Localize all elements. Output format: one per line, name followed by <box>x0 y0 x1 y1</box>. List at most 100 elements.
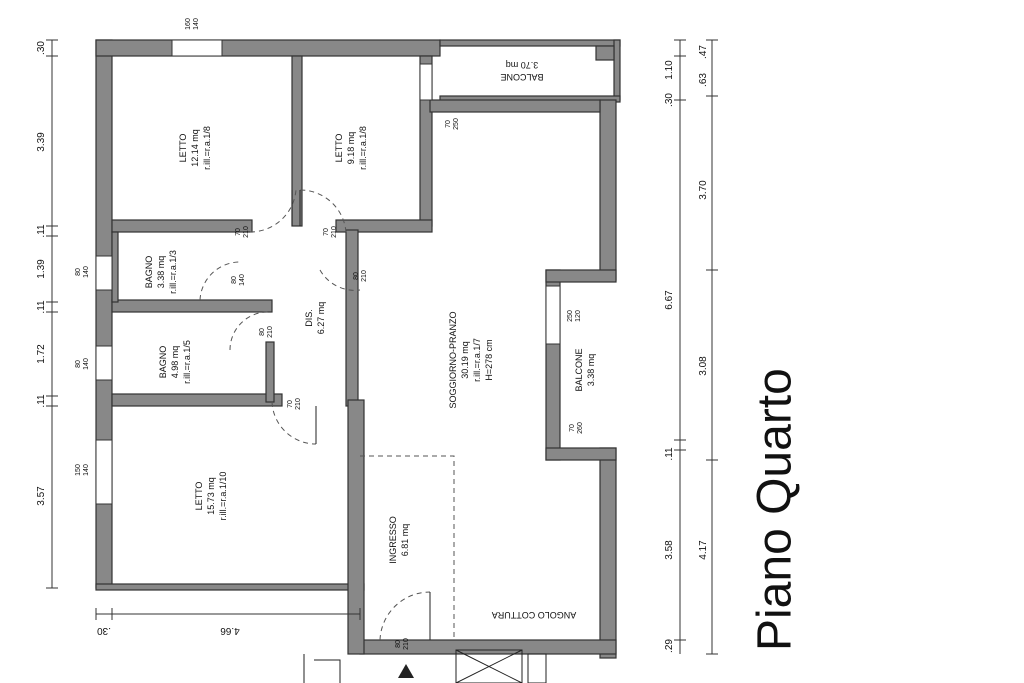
room-ingresso: INGRESSO 6.81 mq <box>388 516 410 564</box>
dim-text-bottom: .30 4.66 <box>97 625 240 636</box>
room-bagno-2: BAGNO 4.98 mq r.ill.=r.a.1/5 <box>158 340 192 384</box>
dim-right-inner-4: 3.58 <box>664 540 675 560</box>
window-label: 140 <box>193 18 200 30</box>
door-label: 210 <box>403 638 410 650</box>
dimension-lines-bottom <box>95 608 361 620</box>
door-label: 210 <box>267 326 274 338</box>
room-name: DIS. <box>304 309 314 327</box>
stair-block <box>303 649 547 683</box>
dim-right-inner-3: .11 <box>664 447 675 461</box>
room-name: BALCONE <box>500 72 543 82</box>
dim-right-outer-0: .47 <box>698 45 709 59</box>
dimension-lines-left <box>46 39 58 589</box>
window-label: 140 <box>83 464 90 476</box>
room-area: 6.81 mq <box>400 524 410 557</box>
door-label: 250 <box>567 310 574 322</box>
room-area: 30.19 mq <box>460 341 470 379</box>
room-name: LETTO <box>334 134 344 163</box>
room-name: ANGOLO COTTURA <box>492 610 577 620</box>
door-label: 70 <box>569 424 576 432</box>
room-area: 3.38 mq <box>156 256 166 289</box>
room-area: 9.18 mq <box>346 132 356 165</box>
dim-bottom-1: 4.66 <box>220 625 240 636</box>
room-area: 12.14 mq <box>190 129 200 167</box>
door-label: 80 <box>353 272 360 280</box>
dim-left-6: .11 <box>36 394 47 408</box>
window-label: 140 <box>83 358 90 370</box>
dim-right-outer-4: 4.17 <box>698 540 709 560</box>
dim-right-inner-1: 1.10 <box>664 60 675 80</box>
room-area: 3.38 mq <box>586 354 596 387</box>
window-label: 80 <box>75 360 82 368</box>
door-label: 140 <box>239 274 246 286</box>
door-label: 80 <box>395 640 402 648</box>
dim-text-right-inner: .30 1.10 6.67 .11 3.58 .29 <box>664 60 675 653</box>
door-label: 210 <box>361 270 368 282</box>
room-name: SOGGIORNO-PRANZO <box>448 311 458 408</box>
door-label: 80 <box>259 328 266 336</box>
room-area: 3.70 mq <box>506 60 539 70</box>
room-letto-bottom: LETTO 15.73 mq r.ill.=r.a.1/10 <box>194 472 228 521</box>
room-angolo-cottura: ANGOLO COTTURA <box>492 610 577 620</box>
dim-right-inner-5: .29 <box>664 639 675 653</box>
door-label: 120 <box>575 310 582 322</box>
dim-left-2: .11 <box>36 224 47 238</box>
door-label: 70 <box>323 228 330 236</box>
dim-right-outer-1: .63 <box>698 73 709 87</box>
room-name: LETTO <box>178 134 188 163</box>
room-name: INGRESSO <box>388 516 398 564</box>
dim-left-5: 1.72 <box>36 344 47 364</box>
room-ratio: r.ill.=r.a.1/3 <box>168 250 178 294</box>
door-label: 210 <box>295 398 302 410</box>
dim-left-0: .30 <box>36 41 47 55</box>
dim-text-left: .30 3.39 .11 1.39 .11 1.72 .11 3.57 <box>36 41 47 506</box>
left-windows <box>95 39 561 505</box>
dim-left-3: 1.39 <box>36 259 47 279</box>
room-name: BAGNO <box>144 256 154 289</box>
dim-left-7: 3.57 <box>36 486 47 506</box>
door-label: 70 <box>445 120 452 128</box>
window-label: 140 <box>83 266 90 278</box>
dim-right-outer-2: 3.70 <box>698 180 709 200</box>
door-label: 70 <box>235 228 242 236</box>
door-swings <box>199 189 455 641</box>
room-area: 6.27 mq <box>316 302 326 335</box>
room-name: LETTO <box>194 482 204 511</box>
dimension-lines-right <box>674 39 718 655</box>
dim-text-right-outer: .47 .63 3.70 3.08 4.17 <box>698 45 709 560</box>
door-label: 70 <box>287 400 294 408</box>
room-area: 4.98 mq <box>170 346 180 379</box>
door-label: 210 <box>243 226 250 238</box>
room-ratio: r.ill.=r.a.1/7 <box>472 338 482 382</box>
window-label: 150 <box>75 464 82 476</box>
room-ratio: r.ill.=r.a.1/5 <box>182 340 192 384</box>
room-balcone-top: BALCONE 3.70 mq <box>500 60 543 82</box>
room-ratio: r.ill.=r.a.1/8 <box>358 126 368 170</box>
room-soggiorno: SOGGIORNO-PRANZO 30.19 mq r.ill.=r.a.1/7… <box>448 311 494 408</box>
window-label: 160 <box>185 18 192 30</box>
room-ratio: r.ill.=r.a.1/8 <box>202 126 212 170</box>
room-height: H=278 cm <box>484 339 494 380</box>
door-label: 80 <box>231 276 238 284</box>
dim-right-inner-0: .30 <box>664 93 675 107</box>
room-balcone-right: BALCONE 3.38 mq <box>574 348 596 391</box>
room-name: BALCONE <box>574 348 584 391</box>
dim-right-outer-3: 3.08 <box>698 356 709 376</box>
door-label: 250 <box>453 118 460 130</box>
dim-left-1: 3.39 <box>36 132 47 152</box>
room-letto-top-left: LETTO 12.14 mq r.ill.=r.a.1/8 <box>178 126 212 170</box>
room-area: 15.73 mq <box>206 477 216 515</box>
room-bagno-1: BAGNO 3.38 mq r.ill.=r.a.1/3 <box>144 250 178 294</box>
plan-title: Piano Quarto <box>748 368 802 652</box>
door-label: 260 <box>577 422 584 434</box>
door-label: 210 <box>331 226 338 238</box>
dim-left-4: .11 <box>36 300 47 314</box>
dim-bottom-0: .30 <box>97 625 111 636</box>
room-dis: DIS. 6.27 mq <box>304 302 326 335</box>
window-label: 80 <box>75 268 82 276</box>
dim-right-inner-2: 6.67 <box>664 290 675 310</box>
room-letto-top-mid: LETTO 9.18 mq r.ill.=r.a.1/8 <box>334 126 368 170</box>
door-window-labels: 70 210 70 210 80 140 80 210 80 210 70 21… <box>75 18 584 650</box>
room-ratio: r.ill.=r.a.1/10 <box>218 472 228 521</box>
